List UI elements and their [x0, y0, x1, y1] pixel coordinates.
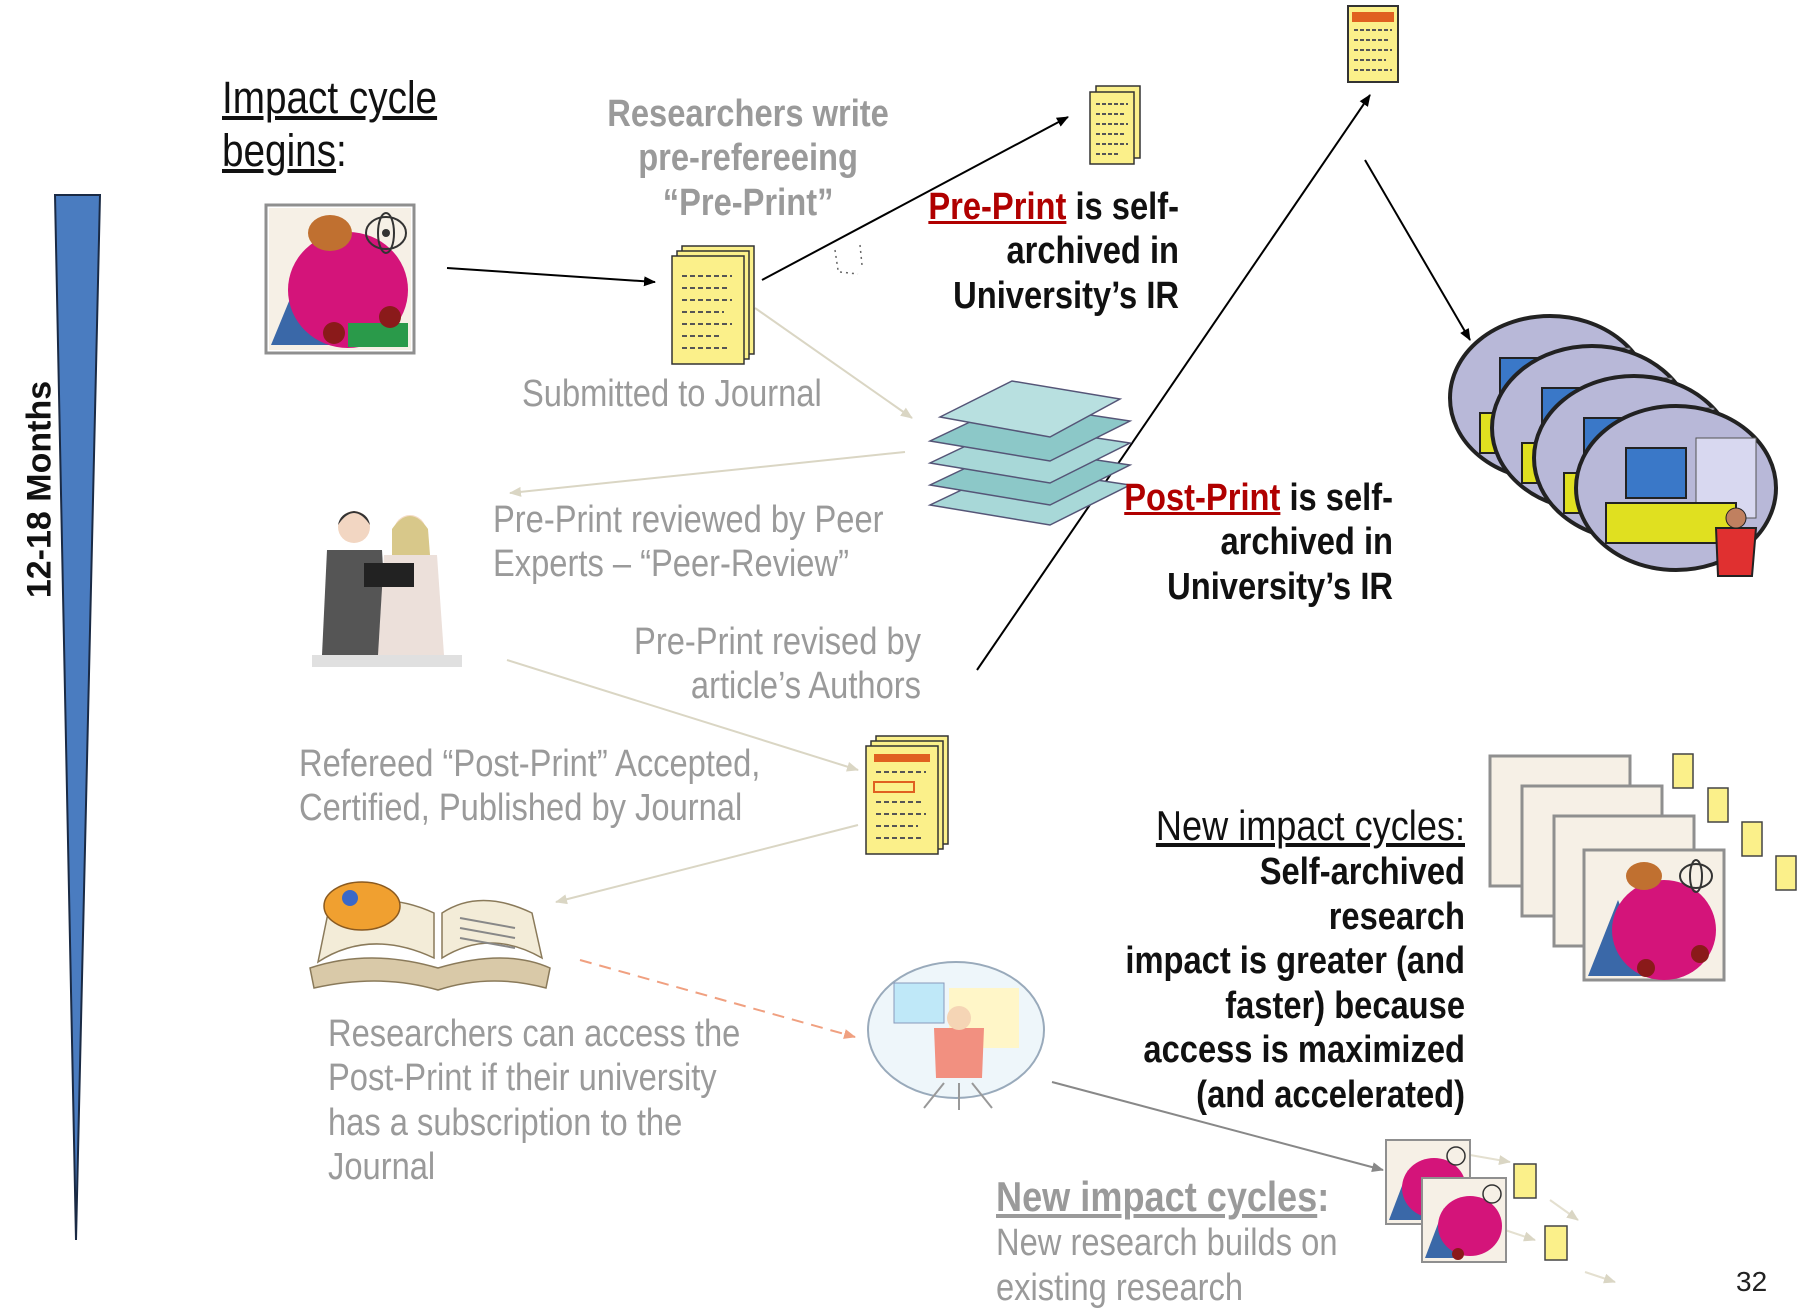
- arrow-journal-to-reviewers: [509, 451, 906, 497]
- new-cycles-bottom-title: New impact cycles:: [996, 1173, 1330, 1220]
- preprint-document-icon: [671, 245, 755, 365]
- peer-review-label: Pre-Print reviewed by Peer Experts – “Pe…: [493, 499, 884, 586]
- bottom-documents-icon: [1513, 1163, 1568, 1261]
- new-cycles-documents-icon: [1672, 753, 1797, 891]
- postprint-archived-label: Post-Print is self- archived in Universi…: [1124, 477, 1393, 608]
- arrow-preprint-to-ir: [761, 116, 1069, 281]
- reader-at-computer-icon: [867, 961, 1045, 1110]
- new-cycles-scientists-icon: [1488, 754, 1726, 982]
- refereed-label: Refereed “Post-Print” Accepted, Certifie…: [299, 743, 761, 830]
- new-cycles-bottom: New impact cycles: New research builds o…: [996, 1173, 1338, 1309]
- ir-document-icon-2: [1347, 5, 1399, 83]
- arrow-postprint-to-book: [555, 824, 859, 905]
- ir-document-icon-1: [1089, 85, 1141, 165]
- postprint-link[interactable]: Post-Print: [1124, 477, 1281, 519]
- timeline-label: 12-18 Months: [20, 380, 59, 599]
- ir-users-icon: [1448, 314, 1778, 577]
- arrow-book-to-reader: [579, 959, 856, 1039]
- new-cycles-main: New impact cycles: Self-archived researc…: [1087, 802, 1465, 1117]
- timeline-wedge: [53, 194, 102, 1241]
- arrow-ir-to-users: [1364, 159, 1471, 341]
- arrow-preprint-to-journal: [754, 307, 913, 419]
- bottom-scientists-icon: [1385, 1139, 1507, 1263]
- postprint-document-icon: [865, 735, 949, 855]
- new-cycles-main-title: New impact cycles:: [1155, 802, 1465, 849]
- arrow-scientist-to-preprint: [446, 267, 656, 287]
- arrow-reader-to-new-cycle: [1051, 1081, 1384, 1173]
- scientist-icon: [264, 203, 416, 355]
- arrow-small-cycle-c: [1504, 1229, 1536, 1242]
- submitted-label: Submitted to Journal: [522, 373, 822, 415]
- revised-label: Pre-Print revised by article’s Authors: [634, 621, 921, 708]
- arrow-small-cycle-d: [1584, 1271, 1616, 1284]
- peer-reviewers-icon: [312, 511, 462, 667]
- arrow-reviewers-to-postprint: [506, 659, 859, 772]
- impact-cycle-title: Impact cycle begins:: [222, 72, 438, 176]
- arrow-postprint-to-ir: [976, 94, 1371, 671]
- page-number: 32: [1736, 1266, 1768, 1297]
- preprint-archived-label: Pre-Print is self- archived in Universit…: [928, 186, 1179, 317]
- arrow-small-cycle-b: [1549, 1199, 1579, 1221]
- researchers-write-label: Researchers write pre-refereeing “Pre-Pr…: [607, 93, 889, 224]
- journal-stack-icon: [927, 380, 1133, 526]
- preprint-link[interactable]: Pre-Print: [928, 186, 1067, 228]
- arrow-small-cycle-a: [1469, 1154, 1511, 1166]
- researchers-access-label: Researchers can access the Post-Print if…: [328, 1013, 741, 1189]
- open-book-icon: [309, 881, 551, 991]
